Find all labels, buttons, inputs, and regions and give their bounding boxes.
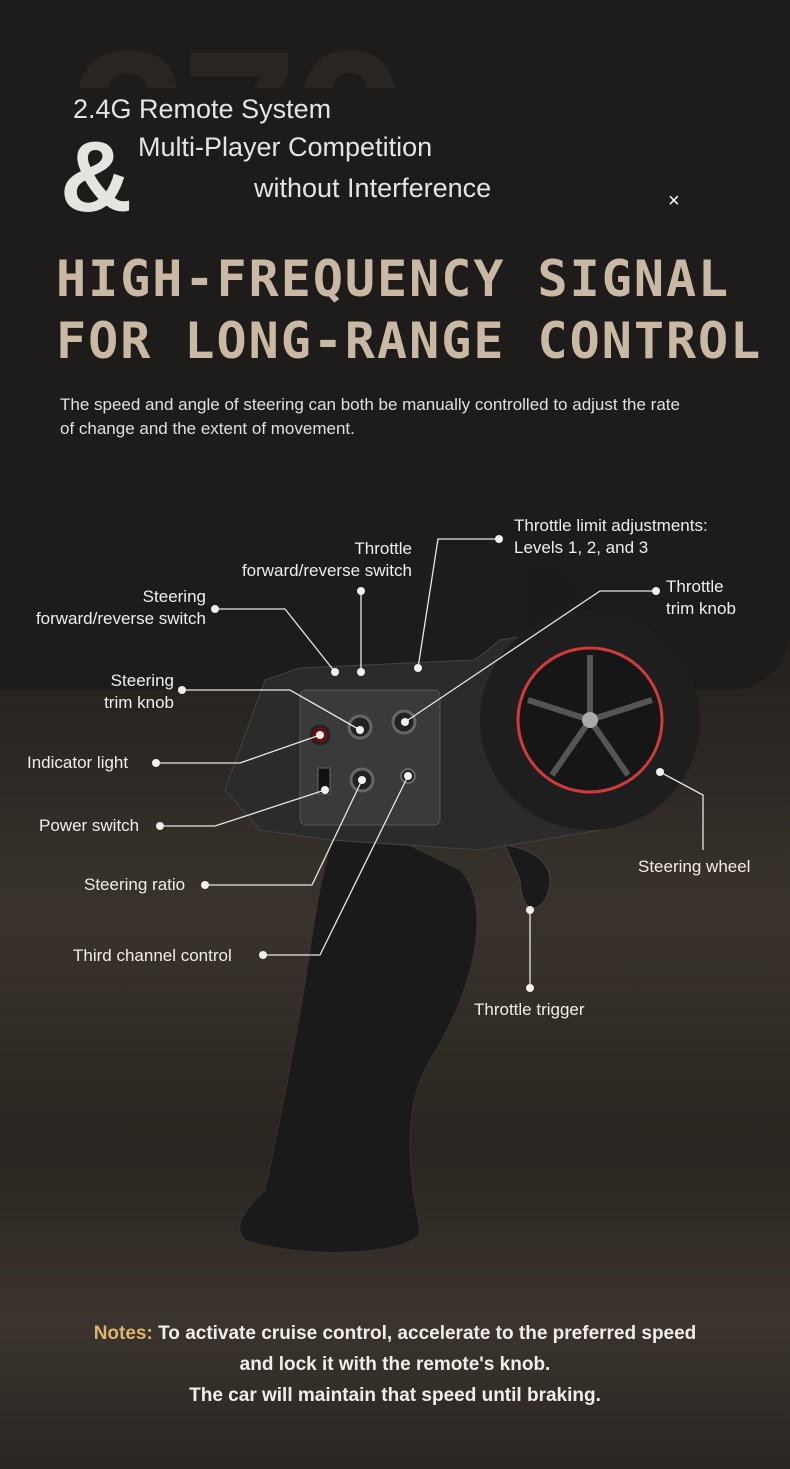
label-line: Throttle limit adjustments: xyxy=(514,516,708,535)
headline-line-2: FOR LONG-RANGE CONTROL xyxy=(56,312,763,370)
label-line: Levels 1, 2, and 3 xyxy=(514,538,649,557)
wheel-spokes xyxy=(527,655,653,777)
title-line-3: without Interference xyxy=(254,173,492,203)
label-line: Steering xyxy=(110,671,174,690)
label-third-channel: Third channel control xyxy=(73,946,232,965)
control-panel xyxy=(299,689,441,826)
notes-line-3: The car will maintain that speed until b… xyxy=(189,1385,601,1406)
label-line: Steering xyxy=(142,587,206,606)
close-icon[interactable]: × xyxy=(668,190,680,212)
label-line: forward/reverse switch xyxy=(35,609,206,628)
label-throttle-trigger: Throttle trigger xyxy=(474,1000,585,1019)
label-steering-wheel: Steering wheel xyxy=(638,857,751,876)
ampersand: & xyxy=(60,121,133,233)
notes: Notes: To activate cruise control, accel… xyxy=(0,1318,790,1411)
remote-grip xyxy=(239,819,478,1253)
notes-line-2: and lock it with the remote's knob. xyxy=(239,1354,551,1375)
label-indicator-light: Indicator light xyxy=(27,753,129,772)
label-line: forward/reverse switch xyxy=(241,561,412,580)
label-steering-trim: Steering trim knob xyxy=(104,670,174,714)
top-panel xyxy=(0,0,790,690)
title-line-2: Multi-Player Competition xyxy=(138,132,433,162)
notes-text: To activate cruise control, accelerate t… xyxy=(152,1323,697,1344)
label-line: trim knob xyxy=(666,599,736,618)
label-throttle-forward-reverse: Throttle forward/reverse switch xyxy=(242,538,412,582)
notes-line-1: Notes: To activate cruise control, accel… xyxy=(0,1318,790,1349)
label-line: trim knob xyxy=(104,693,174,712)
label-steering-forward-reverse: Steering forward/reverse switch xyxy=(36,586,206,630)
background-number: 270 xyxy=(70,20,408,89)
label-line: Throttle xyxy=(354,539,412,558)
leader-dots xyxy=(152,535,664,992)
headline-line-1: HIGH-FREQUENCY SIGNAL xyxy=(56,250,731,308)
wheel-hub xyxy=(582,712,598,728)
label-throttle-limit: Throttle limit adjustments: Levels 1, 2,… xyxy=(514,515,708,559)
label-power-switch: Power switch xyxy=(39,816,140,835)
background-number-wrap: 270 xyxy=(70,0,530,89)
label-steering-ratio: Steering ratio xyxy=(84,875,186,894)
notes-key: Notes: xyxy=(93,1323,153,1344)
throttle-trigger xyxy=(504,844,551,909)
description: The speed and angle of steering can both… xyxy=(60,395,680,438)
label-throttle-trim: Throttle trim knob xyxy=(666,576,736,620)
leader-lines xyxy=(156,538,704,988)
label-line: Throttle xyxy=(666,577,724,596)
title-line-1: 2.4G Remote System xyxy=(73,94,332,124)
